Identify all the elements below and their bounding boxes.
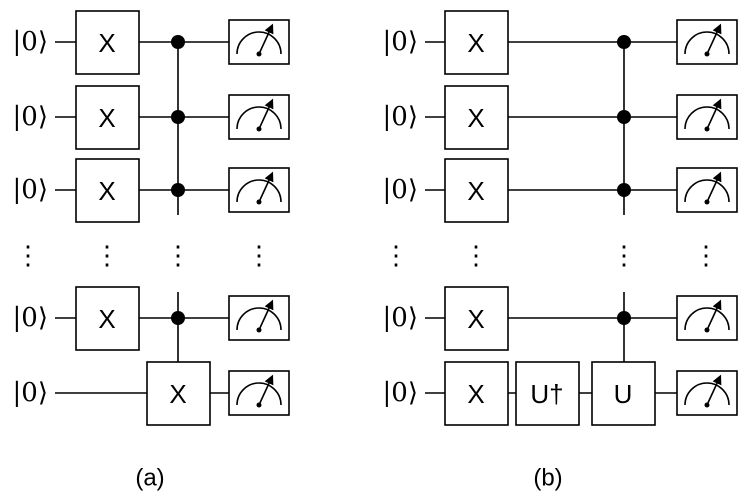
svg-text:X: X bbox=[169, 379, 186, 409]
input-ket: |0⟩ bbox=[383, 27, 418, 57]
svg-text:X: X bbox=[98, 28, 115, 58]
control-dot bbox=[171, 35, 185, 49]
measurement-meter-icon bbox=[676, 19, 738, 65]
svg-text:X: X bbox=[467, 103, 484, 133]
ellipsis-dots: ⋮ bbox=[165, 241, 191, 271]
input-ket: |0⟩ bbox=[13, 27, 48, 57]
svg-text:U†: U† bbox=[530, 379, 563, 409]
target-x-gate: X bbox=[146, 361, 211, 426]
control-dot bbox=[171, 183, 185, 197]
measurement-meter-icon bbox=[228, 94, 290, 140]
u-gate: U bbox=[591, 361, 656, 426]
svg-text:X: X bbox=[98, 304, 115, 334]
x-gate: X bbox=[444, 286, 509, 351]
panel-b-caption: (b) bbox=[533, 465, 562, 492]
measurement-meter-icon bbox=[228, 370, 290, 416]
ellipsis-dots: ⋮ bbox=[693, 241, 719, 271]
ellipsis-dots: ⋮ bbox=[15, 241, 41, 271]
measurement-meter-icon bbox=[228, 167, 290, 213]
ellipsis-dots: ⋮ bbox=[94, 241, 120, 271]
control-dot bbox=[617, 183, 631, 197]
ellipsis-dots: ⋮ bbox=[246, 241, 272, 271]
panel-a: |0⟩ |0⟩ |0⟩ |0⟩ |0⟩ X X X X X bbox=[13, 10, 290, 492]
input-ket: |0⟩ bbox=[13, 303, 48, 333]
control-dot bbox=[617, 110, 631, 124]
svg-text:U: U bbox=[614, 379, 633, 409]
ellipsis-dots: ⋮ bbox=[611, 241, 637, 271]
ellipsis-dots: ⋮ bbox=[383, 241, 409, 271]
x-gate: X bbox=[75, 10, 140, 75]
control-dot bbox=[617, 311, 631, 325]
input-ket: |0⟩ bbox=[383, 378, 418, 408]
svg-text:X: X bbox=[98, 176, 115, 206]
svg-text:X: X bbox=[467, 379, 484, 409]
x-gate: X bbox=[444, 85, 509, 150]
x-gate: X bbox=[75, 286, 140, 351]
x-gate: X bbox=[444, 10, 509, 75]
measurement-meter-icon bbox=[676, 295, 738, 341]
svg-text:X: X bbox=[467, 176, 484, 206]
svg-text:X: X bbox=[467, 28, 484, 58]
input-ket: |0⟩ bbox=[13, 175, 48, 205]
ellipsis-dots: ⋮ bbox=[463, 241, 489, 271]
control-dot bbox=[171, 110, 185, 124]
measurement-meter-icon bbox=[676, 167, 738, 213]
measurement-meter-icon bbox=[676, 370, 738, 416]
input-ket: |0⟩ bbox=[383, 175, 418, 205]
input-ket: |0⟩ bbox=[13, 102, 48, 132]
x-gate: X bbox=[75, 158, 140, 223]
panel-b: |0⟩ |0⟩ |0⟩ |0⟩ |0⟩ X X X X X U† bbox=[383, 10, 738, 492]
x-gate: X bbox=[444, 158, 509, 223]
x-gate: X bbox=[444, 361, 509, 426]
control-dot bbox=[171, 311, 185, 325]
measurement-meter-icon bbox=[676, 94, 738, 140]
measurement-meter-icon bbox=[228, 295, 290, 341]
x-gate: X bbox=[75, 85, 140, 150]
svg-text:X: X bbox=[467, 304, 484, 334]
control-dot bbox=[617, 35, 631, 49]
u-dagger-gate: U† bbox=[515, 361, 580, 426]
svg-text:X: X bbox=[98, 103, 115, 133]
input-ket: |0⟩ bbox=[383, 303, 418, 333]
panel-a-caption: (a) bbox=[135, 465, 164, 492]
input-ket: |0⟩ bbox=[13, 378, 48, 408]
measurement-meter-icon bbox=[228, 19, 290, 65]
input-ket: |0⟩ bbox=[383, 102, 418, 132]
